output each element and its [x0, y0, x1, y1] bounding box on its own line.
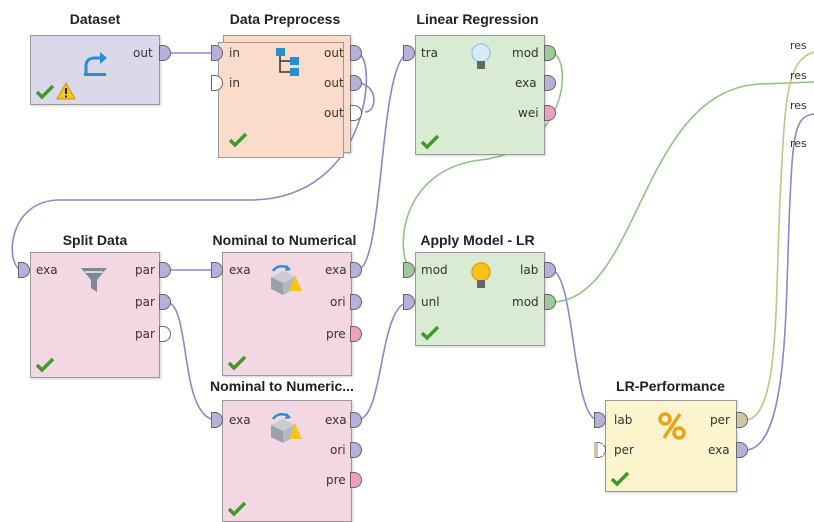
perf-title: LR-Performance	[616, 378, 725, 394]
preprocess-title: Data Preprocess	[229, 11, 341, 27]
nom1-title: Nominal to Numerical	[212, 232, 357, 248]
preprocess-port-out-1[interactable]	[350, 45, 362, 61]
perf-port-in-per-label: per	[614, 443, 634, 457]
nom1-port-out-ori[interactable]	[350, 294, 362, 310]
nom2-port-out-ori[interactable]	[350, 442, 362, 458]
apply-title: Apply Model - LR	[420, 232, 535, 248]
perf-port-out-exa[interactable]	[736, 442, 748, 458]
wire-perf-to-res3	[744, 113, 814, 451]
perf-operator[interactable]	[605, 400, 737, 492]
apply-port-in-mod-label: mod	[421, 263, 448, 277]
nom2-port-out-exa[interactable]	[350, 412, 362, 428]
nom1-port-out-pre-label: pre	[326, 327, 346, 341]
status-ok-icon	[228, 132, 248, 153]
apply-port-out-lab-label: lab	[520, 263, 539, 277]
result-port-1-label: res	[790, 39, 807, 52]
dataset-port-out-label: out	[133, 46, 153, 60]
status-ok-icon	[420, 134, 440, 155]
subprocess-tree-icon	[274, 46, 302, 83]
nom1-port-in-exa-label: exa	[229, 263, 251, 277]
lightbulb-icon	[470, 261, 492, 298]
status-ok-icon	[227, 355, 247, 376]
split-port-in-exa[interactable]	[18, 262, 30, 278]
perf-port-out-per[interactable]	[736, 412, 748, 428]
linreg-port-in-tra[interactable]	[403, 45, 415, 61]
result-port-2-label: res	[790, 69, 807, 82]
status-ok-icon	[610, 471, 630, 492]
status-ok-icon	[420, 325, 440, 346]
nom2-port-out-pre[interactable]	[350, 472, 362, 488]
perf-port-out-per-label: per	[710, 413, 730, 427]
preprocess-port-out-3[interactable]	[350, 105, 362, 121]
status-ok-icon	[227, 501, 247, 522]
linreg-port-out-mod-label: mod	[512, 46, 539, 60]
wire-nom2-to-apply	[356, 301, 411, 421]
nom2-port-out-exa-label: exa	[325, 413, 347, 427]
perf-port-in-per[interactable]	[594, 442, 606, 458]
linreg-port-out-exa-label: exa	[515, 76, 537, 90]
nom1-operator[interactable]	[222, 252, 352, 376]
convert-shapes-icon	[267, 263, 303, 302]
apply-port-in-unl[interactable]	[403, 294, 415, 310]
nom1-port-out-pre[interactable]	[350, 326, 362, 342]
retrieve-arrow-icon	[81, 48, 111, 83]
warning-icon	[56, 81, 76, 105]
status-ok-icon	[35, 84, 55, 105]
dataset-port-out[interactable]	[159, 45, 171, 61]
linreg-port-out-exa[interactable]	[544, 75, 556, 91]
apply-port-out-mod[interactable]	[544, 294, 556, 310]
preprocess-port-out-2[interactable]	[350, 75, 362, 91]
preprocess-port-in-1-label: in	[229, 46, 240, 60]
nom2-port-out-ori-label: ori	[330, 443, 346, 457]
preprocess-port-out-3-label: out	[324, 106, 344, 120]
apply-port-in-mod[interactable]	[403, 262, 415, 278]
linreg-port-out-mod[interactable]	[544, 45, 556, 61]
nom2-port-in-exa-label: exa	[229, 413, 251, 427]
split-port-out-par2[interactable]	[159, 294, 171, 310]
nom1-port-out-exa-label: exa	[325, 263, 347, 277]
split-port-in-exa-label: exa	[36, 263, 58, 277]
split-port-out-par1-label: par	[135, 263, 155, 277]
split-port-out-par2-label: par	[135, 295, 155, 309]
wire-apply-to-perf	[550, 269, 599, 421]
apply-port-out-lab[interactable]	[544, 262, 556, 278]
split-port-out-par3[interactable]	[159, 326, 171, 342]
result-port-3-label: res	[790, 99, 807, 112]
nom1-port-out-ori-label: ori	[330, 295, 346, 309]
nom1-port-out-exa[interactable]	[350, 262, 362, 278]
status-ok-icon	[35, 357, 55, 378]
convert-shapes-icon	[267, 411, 303, 450]
split-title: Split Data	[62, 232, 128, 248]
linreg-title: Linear Regression	[416, 11, 539, 27]
perf-port-out-exa-label: exa	[708, 443, 730, 457]
preprocess-port-in-2-label: in	[229, 76, 240, 90]
nom2-title: Nominal to Numeric...	[210, 378, 354, 394]
split-operator[interactable]	[30, 252, 160, 378]
linreg-port-in-tra-label: tra	[421, 46, 438, 60]
linreg-port-out-wei-label: wei	[518, 106, 539, 120]
percent-icon	[658, 411, 686, 446]
apply-port-out-mod-label: mod	[512, 295, 539, 309]
nom2-port-out-pre-label: pre	[326, 473, 346, 487]
linreg-port-out-wei[interactable]	[544, 105, 556, 121]
lightbulb-icon	[470, 42, 492, 79]
apply-port-in-unl-label: unl	[421, 295, 440, 309]
result-port-4-label: res	[790, 137, 807, 150]
perf-port-in-lab-label: lab	[614, 413, 633, 427]
split-port-out-par1[interactable]	[159, 262, 171, 278]
filter-funnel-icon	[79, 265, 109, 300]
wire-split-to-nom2	[165, 301, 218, 421]
preprocess-port-out-1-label: out	[324, 46, 344, 60]
split-port-out-par3-label: par	[135, 327, 155, 341]
wire-apply-to-res	[550, 81, 814, 303]
dataset-title: Dataset	[69, 11, 121, 27]
preprocess-port-out-2-label: out	[324, 76, 344, 90]
